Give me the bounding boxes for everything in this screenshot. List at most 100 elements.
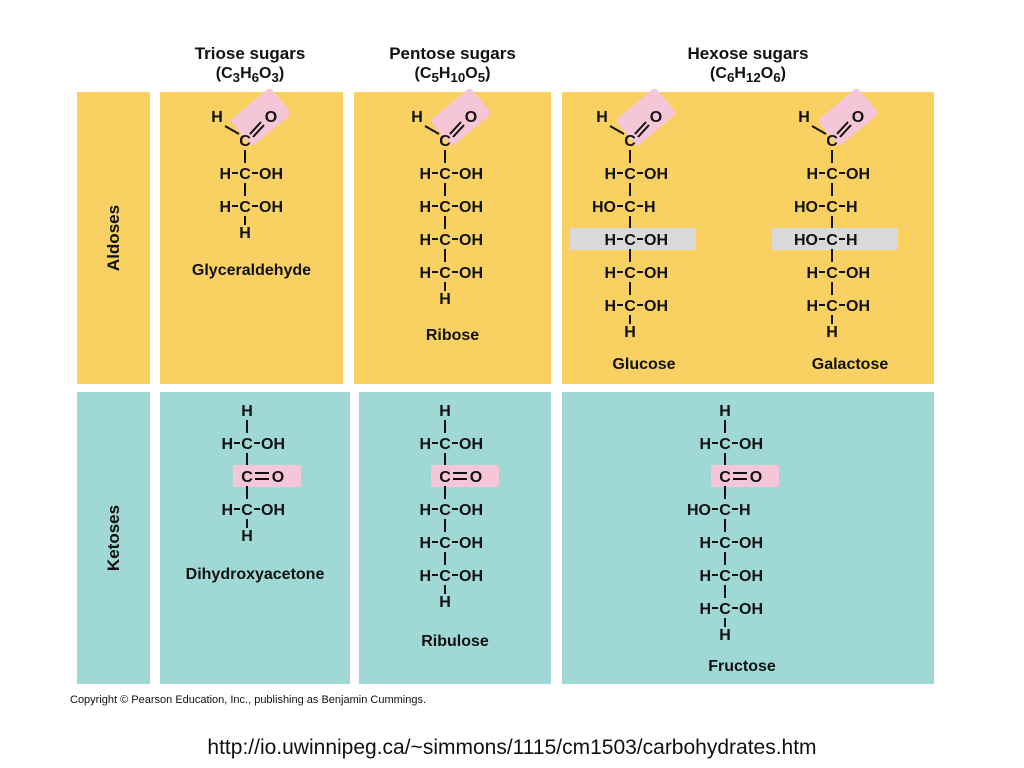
substituent-left: H xyxy=(419,568,431,585)
ketoses-row-label: Ketoses xyxy=(104,504,123,572)
aldehyde-hydrogen: H xyxy=(411,109,423,126)
substituent-right: H xyxy=(846,232,858,249)
substituent-left: H xyxy=(221,502,233,519)
substituent-left: H xyxy=(604,265,616,282)
bond xyxy=(634,121,647,135)
substituent-right: OH xyxy=(261,502,285,519)
hexose-header: Hexose sugars (C6H12O6) xyxy=(562,44,934,88)
carbon-atom: C xyxy=(439,265,451,282)
bond xyxy=(836,121,849,135)
copyright-notice: Copyright © Pearson Education, Inc., pub… xyxy=(70,694,427,706)
substituent-left: H xyxy=(419,535,431,552)
carbon-atom: C xyxy=(241,502,253,519)
dihydroxyacetone-name: Dihydroxyacetone xyxy=(185,566,325,583)
carbon-atom: C xyxy=(719,601,731,618)
carbon-atom: C xyxy=(241,436,253,453)
carbon-atom: C xyxy=(719,535,731,552)
substituent-left: H xyxy=(806,298,818,315)
substituent-right: OH xyxy=(459,199,483,216)
bond xyxy=(252,124,265,138)
substituent-right: OH xyxy=(459,166,483,183)
glyceraldehyde-name: Glyceraldehyde xyxy=(191,262,312,279)
galactose-name: Galactose xyxy=(811,356,889,373)
isomer-highlight xyxy=(772,228,898,250)
carbon-atom: C xyxy=(624,232,636,249)
pentose-header: Pentose sugars (C5H10O5) xyxy=(355,44,550,88)
terminal-hydrogen: H xyxy=(719,627,731,644)
bond xyxy=(839,124,852,138)
carbon-atom: C xyxy=(719,502,731,519)
carbon-atom: C xyxy=(624,298,636,315)
ketoses-label-panel xyxy=(77,392,150,684)
substituent-right: OH xyxy=(259,199,283,216)
substituent-right: H xyxy=(846,199,858,216)
carbon-atom: C xyxy=(439,199,451,216)
aldehyde-hydrogen: H xyxy=(211,109,223,126)
carbonyl-carbon: C xyxy=(239,133,251,150)
substituent-right: H xyxy=(644,199,656,216)
carbon-atom: C xyxy=(439,166,451,183)
triose-title: Triose sugars xyxy=(194,44,306,63)
carbon-atom: C xyxy=(439,502,451,519)
substituent-left: H xyxy=(419,199,431,216)
bond xyxy=(609,125,625,135)
substituent-right: OH xyxy=(259,166,283,183)
substituent-left: H xyxy=(699,568,711,585)
carbonyl-carbon: C xyxy=(719,469,731,486)
glucose-name: Glucose xyxy=(612,356,676,373)
substituent-right: OH xyxy=(846,265,870,282)
substituent-left: H xyxy=(419,502,431,519)
isomer-highlight xyxy=(570,228,696,250)
carbonyl-carbon: C xyxy=(439,469,451,486)
substituent-left: H xyxy=(419,166,431,183)
substituent-right: H xyxy=(739,502,751,519)
carbonyl-oxygen: O xyxy=(852,109,864,126)
substituent-left: H xyxy=(419,265,431,282)
carbonyl-carbon: C xyxy=(439,133,451,150)
aldehyde-highlight xyxy=(431,88,491,146)
aldehyde-hydrogen: H xyxy=(596,109,608,126)
substituent-left: H xyxy=(219,166,231,183)
aldehyde-hydrogen: H xyxy=(798,109,810,126)
carbonyl-carbon: C xyxy=(241,469,253,486)
ketone-highlight xyxy=(431,465,499,487)
substituent-right: OH xyxy=(459,535,483,552)
carbon-atom: C xyxy=(439,535,451,552)
carbon-atom: C xyxy=(826,199,838,216)
terminal-hydrogen: H xyxy=(241,403,253,420)
aldoses-row-label: Aldoses xyxy=(104,204,123,272)
substituent-left: H xyxy=(699,601,711,618)
bond xyxy=(449,121,462,135)
pentose-title: Pentose sugars xyxy=(389,44,516,63)
substituent-right: OH xyxy=(846,166,870,183)
hexose-title: Hexose sugars xyxy=(687,44,809,63)
substituent-right: OH xyxy=(644,298,668,315)
aldehyde-highlight xyxy=(616,88,676,146)
substituent-left: H xyxy=(806,166,818,183)
carbonyl-oxygen: O xyxy=(470,469,482,486)
substituent-right: OH xyxy=(459,436,483,453)
triose-ketose-panel xyxy=(160,392,350,684)
carbonyl-carbon: C xyxy=(624,133,636,150)
substituent-left: H xyxy=(699,436,711,453)
ketone-highlight xyxy=(233,465,301,487)
carbonyl-oxygen: O xyxy=(750,469,762,486)
substituent-right: OH xyxy=(459,568,483,585)
carbon-atom: C xyxy=(239,166,251,183)
carbon-atom: C xyxy=(439,232,451,249)
carbon-atom: C xyxy=(826,298,838,315)
bond xyxy=(249,121,262,135)
substituent-left: H xyxy=(419,232,431,249)
terminal-hydrogen: H xyxy=(239,225,251,242)
carbon-atom: C xyxy=(719,436,731,453)
substituent-left: H xyxy=(604,166,616,183)
terminal-hydrogen: H xyxy=(719,403,731,420)
bond xyxy=(224,125,240,135)
terminal-hydrogen: H xyxy=(439,291,451,308)
carbonyl-carbon: C xyxy=(826,133,838,150)
